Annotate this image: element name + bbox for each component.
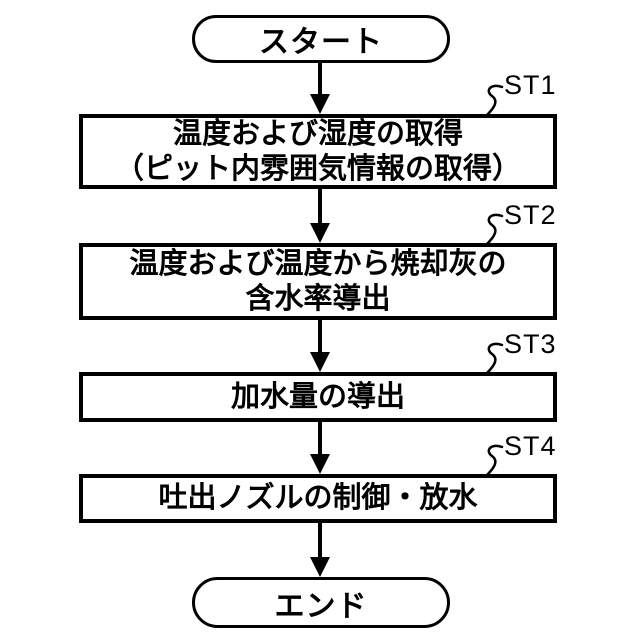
lead-line-squiggle-st1 <box>485 84 504 116</box>
step-label-st1: ST1 <box>504 70 557 100</box>
process-box-st3: 加水量の導出 <box>79 372 557 422</box>
process-box-st1: 温度および湿度の取得 （ピット内雰囲気情報の取得） <box>79 114 557 189</box>
end-terminator: エンド <box>192 577 450 628</box>
arrow-st4-to-end <box>310 522 330 577</box>
lead-line-squiggle-st4 <box>485 444 504 476</box>
arrow-st3-to-st4 <box>310 421 330 474</box>
process-text-line: 含水率導出 <box>245 282 391 315</box>
lead-line-squiggle-st2 <box>485 213 504 245</box>
step-label-st2: ST2 <box>504 200 557 230</box>
process-text-line: 温度および湿度の取得 <box>172 117 463 150</box>
start-terminator: スタート <box>192 15 450 63</box>
step-label-st4: ST4 <box>504 431 557 461</box>
process-box-st2: 温度および温度から焼却灰の 含水率導出 <box>79 243 557 320</box>
arrow-start-to-st1 <box>310 62 330 114</box>
process-text-line: 吐出ノズルの制御・放水 <box>158 482 478 514</box>
process-text-line: （ピット内雰囲気情報の取得） <box>114 152 521 185</box>
arrow-st1-to-st2 <box>310 188 330 243</box>
process-text-line: 加水量の導出 <box>230 380 405 413</box>
start-label: スタート <box>259 26 383 59</box>
process-box-st4: 吐出ノズルの制御・放水 <box>79 474 557 523</box>
lead-line-squiggle-st3 <box>485 342 504 374</box>
end-label: エンド <box>274 589 368 623</box>
step-label-st3: ST3 <box>504 329 557 359</box>
arrow-st2-to-st3 <box>310 319 330 372</box>
process-text-line: 温度および温度から焼却灰の <box>129 247 507 280</box>
